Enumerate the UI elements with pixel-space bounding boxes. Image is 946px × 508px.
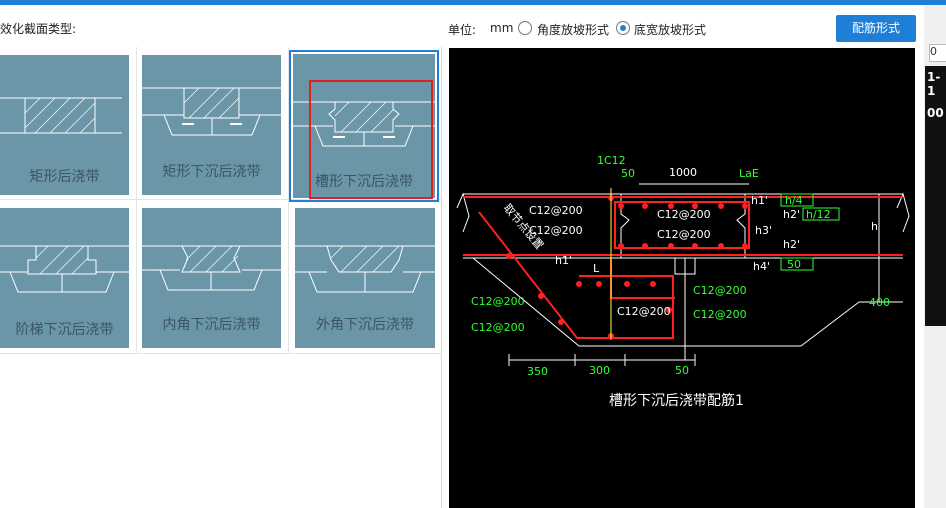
dim-text: h1' [555, 254, 572, 267]
tile-label: 阶梯下沉后浇带 [15, 322, 114, 338]
tile-label: 矩形下沉后浇带 [162, 164, 261, 180]
units-label: 单位: [448, 23, 477, 37]
selection-highlight-box [309, 80, 433, 199]
tile-rect-post-cast[interactable]: 矩形后浇带 [0, 55, 129, 195]
slope-width-label[interactable]: 底宽放坡形式 [634, 23, 707, 37]
background-text: 1-1 [927, 70, 941, 98]
slope-width-radio[interactable] [616, 21, 630, 35]
dim-text: h [871, 220, 878, 233]
inner-corner-sunk-post-cast-diagram-icon [142, 245, 281, 291]
dim-text: h1' [751, 194, 768, 207]
grid-divider [288, 47, 289, 353]
tile-step-sunk-post-cast[interactable]: 阶梯下沉后浇带 [0, 208, 129, 348]
grid-divider [136, 47, 137, 353]
dim-text: 1C12 [597, 154, 626, 167]
rebar-label: C12@200 [617, 305, 671, 318]
dim-text: 300 [589, 364, 610, 377]
grid-divider [0, 353, 441, 354]
background-input-box: 0 [929, 44, 946, 62]
rebar-label: C12@200 [471, 321, 525, 334]
background-drawing-strip [925, 66, 946, 326]
dim-text: h2' [783, 238, 800, 251]
rebar-label: C12@200 [657, 208, 711, 221]
dim-text: 400 [869, 296, 890, 309]
tile-label: 内角下沉后浇带 [162, 317, 261, 333]
tile-trough-sunk-post-cast[interactable]: 槽形下沉后浇带 [289, 50, 439, 202]
dim-text: h2' [783, 208, 800, 221]
dim-text: 50 [621, 167, 635, 180]
dim-text: 1000 [669, 166, 697, 179]
rebar-preview-canvas: 1C12 50 1000 LaE h1' h/4 h2' h/12 h3' h2… [449, 48, 915, 508]
dim-text: L [593, 262, 600, 275]
section-type-grid: 矩形后浇带 矩形下沉后浇带 [0, 47, 442, 508]
drawing-caption: 槽形下沉后浇带配筋1 [609, 392, 744, 409]
tile-inner-corner-sunk-post-cast[interactable]: 内角下沉后浇带 [142, 208, 281, 348]
outer-corner-sunk-post-cast-diagram-icon [295, 245, 435, 293]
dim-text: h/4 [785, 194, 803, 207]
rebar-section-drawing: 1C12 50 1000 LaE h1' h/4 h2' h/12 h3' h2… [456, 154, 910, 409]
tile-label: 外角下沉后浇带 [316, 317, 414, 333]
rebar-label: C12@200 [529, 224, 583, 237]
background-text: 00 [927, 106, 944, 120]
slope-angle-label[interactable]: 角度放坡形式 [537, 23, 610, 37]
dim-text: 350 [527, 365, 548, 378]
slope-angle-radio[interactable] [518, 21, 532, 35]
rebar-label: C12@200 [693, 308, 747, 321]
dim-text: 50 [675, 364, 689, 377]
dim-text: 50 [787, 258, 801, 271]
rebar-form-button[interactable]: 配筋形式 [836, 15, 916, 42]
dim-text: LaE [739, 167, 759, 180]
grid-divider [0, 199, 441, 200]
rect-sunk-post-cast-diagram-icon [142, 87, 281, 136]
units-value: mm [490, 21, 514, 35]
rect-post-cast-diagram-icon [0, 97, 122, 134]
tile-label: 矩形后浇带 [29, 169, 100, 185]
section-type-label: 效化截面类型: [0, 22, 77, 36]
tile-rect-sunk-post-cast[interactable]: 矩形下沉后浇带 [142, 55, 281, 195]
dim-text: h4' [753, 260, 770, 273]
trough-sunk-post-cast-diagram-icon [293, 101, 435, 147]
rebar-label: C12@200 [529, 204, 583, 217]
dim-text: h3' [755, 224, 772, 237]
rebar-label: C12@200 [657, 228, 711, 241]
tile-outer-corner-sunk-post-cast[interactable]: 外角下沉后浇带 [295, 208, 435, 348]
rebar-label: C12@200 [471, 295, 525, 308]
rebar-label: C12@200 [693, 284, 747, 297]
tile-label: 槽形下沉后浇带 [315, 174, 413, 190]
dim-text: h/12 [806, 208, 831, 221]
step-sunk-post-cast-diagram-icon [0, 245, 129, 293]
window-top-accent-bar [0, 0, 946, 5]
